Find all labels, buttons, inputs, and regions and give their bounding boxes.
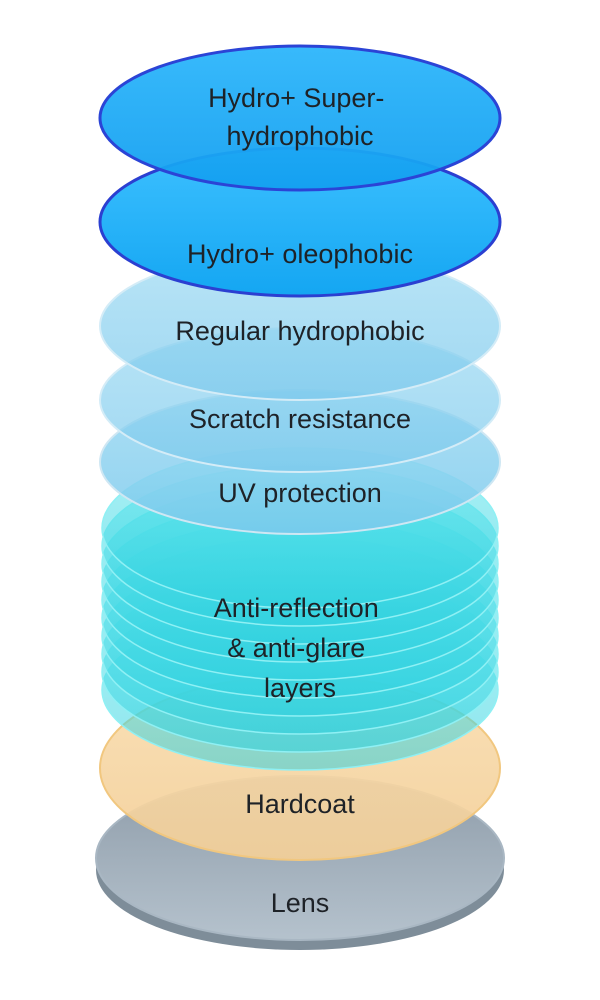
layer-hydro-superhydrophobic (98, 44, 502, 192)
label-scratch-resistance: Scratch resistance (189, 404, 411, 434)
label-lens: Lens (271, 888, 330, 918)
layer-anti-reflection (101, 447, 499, 771)
label-hardcoat: Hardcoat (245, 789, 355, 819)
label-hydro-oleophobic: Hydro+ oleophobic (187, 239, 413, 269)
label-uv-protection: UV protection (218, 478, 382, 508)
superhydrophobic-disc (98, 44, 502, 192)
label-anti-reflection: Anti-reflection & anti-glare layers (214, 593, 387, 703)
label-regular-hydrophobic: Regular hydrophobic (175, 316, 424, 346)
label-hydro-superhydrophobic: Hydro+ Super- hydrophobic (208, 83, 392, 151)
